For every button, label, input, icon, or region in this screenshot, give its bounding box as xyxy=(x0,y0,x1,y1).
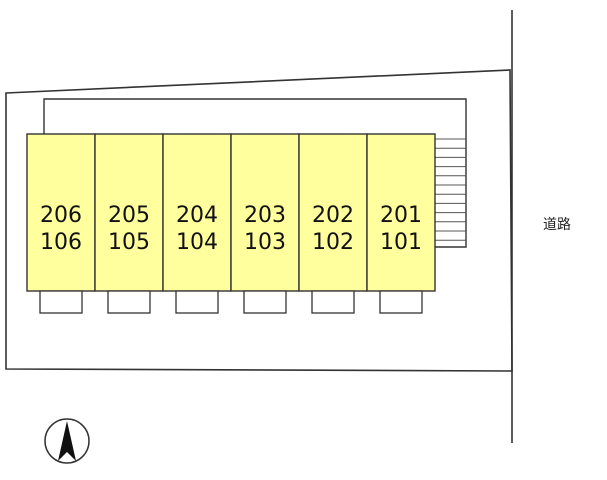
unit-box xyxy=(230,133,300,292)
unit-upper-number: 206 xyxy=(40,203,82,228)
balcony xyxy=(39,290,83,314)
upper-corridor-outline xyxy=(43,98,467,248)
balcony xyxy=(243,290,287,314)
unit-upper-number: 205 xyxy=(108,203,150,228)
unit-lower-number: 103 xyxy=(244,230,286,255)
unit-lower-number: 105 xyxy=(108,230,150,255)
balcony xyxy=(107,290,151,314)
unit-upper-number: 203 xyxy=(244,203,286,228)
balcony xyxy=(379,290,423,314)
balcony xyxy=(311,290,355,314)
unit-upper-number: 201 xyxy=(380,203,422,228)
unit-upper-number: 204 xyxy=(176,203,218,228)
stairs-icon xyxy=(432,138,466,241)
north-arrow-icon xyxy=(44,418,90,464)
road-label: 道路 xyxy=(543,217,571,233)
unit-lower-number: 101 xyxy=(380,230,422,255)
unit-box xyxy=(162,133,232,292)
unit-lower-number: 102 xyxy=(312,230,354,255)
unit-box xyxy=(26,133,96,292)
unit-lower-number: 104 xyxy=(176,230,218,255)
unit-lower-number: 106 xyxy=(40,230,82,255)
balcony-group xyxy=(39,290,423,314)
balcony xyxy=(175,290,219,314)
unit-upper-number: 202 xyxy=(312,203,354,228)
